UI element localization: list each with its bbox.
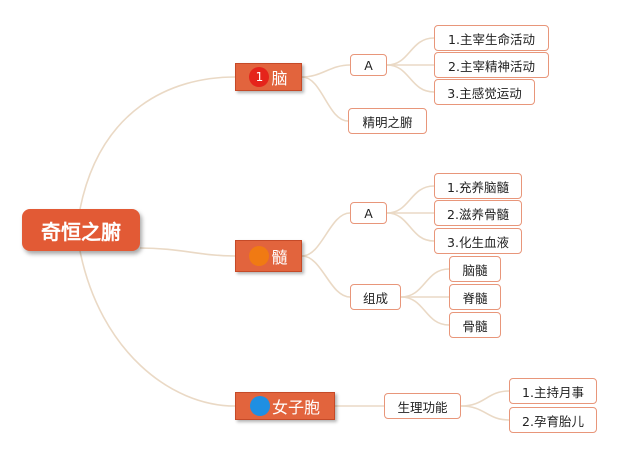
- number-badge-icon: [249, 396, 270, 416]
- brain-a-item[interactable]: 1.主宰生命活动: [434, 25, 549, 51]
- marrow-a-item[interactable]: 1.充养脑髓: [434, 173, 522, 199]
- number-badge-icon: [249, 246, 270, 266]
- marrow-a-node[interactable]: A: [350, 202, 387, 224]
- branch-uterus-label: 女子胞: [271, 398, 320, 417]
- branch-uterus[interactable]: 女子胞: [235, 392, 335, 420]
- branch-marrow[interactable]: 髓: [235, 240, 302, 272]
- marrow-a-item[interactable]: 2.滋养骨髓: [434, 200, 522, 226]
- marrow-a-item[interactable]: 3.化生血液: [434, 228, 522, 254]
- brain-a-node[interactable]: A: [350, 54, 387, 76]
- zucheng-item[interactable]: 骨髓: [449, 312, 501, 338]
- root-node[interactable]: 奇恒之腑: [22, 209, 140, 251]
- number-badge-icon: 1: [249, 67, 270, 87]
- zucheng-item[interactable]: 脑髓: [449, 256, 501, 282]
- branch-brain[interactable]: 1 脑: [235, 63, 302, 91]
- branch-marrow-label: 髓: [271, 248, 288, 267]
- branch-brain-label: 脑: [271, 69, 288, 88]
- zucheng-item[interactable]: 脊髓: [449, 284, 501, 310]
- function-node[interactable]: 生理功能: [384, 393, 461, 419]
- zucheng-node[interactable]: 组成: [350, 284, 401, 310]
- brain-a-item[interactable]: 2.主宰精神活动: [434, 52, 549, 78]
- function-item[interactable]: 2.孕育胎儿: [509, 407, 597, 433]
- jingming-node[interactable]: 精明之腑: [348, 108, 427, 134]
- brain-a-item[interactable]: 3.主感觉运动: [434, 79, 535, 105]
- function-item[interactable]: 1.主持月事: [509, 378, 597, 404]
